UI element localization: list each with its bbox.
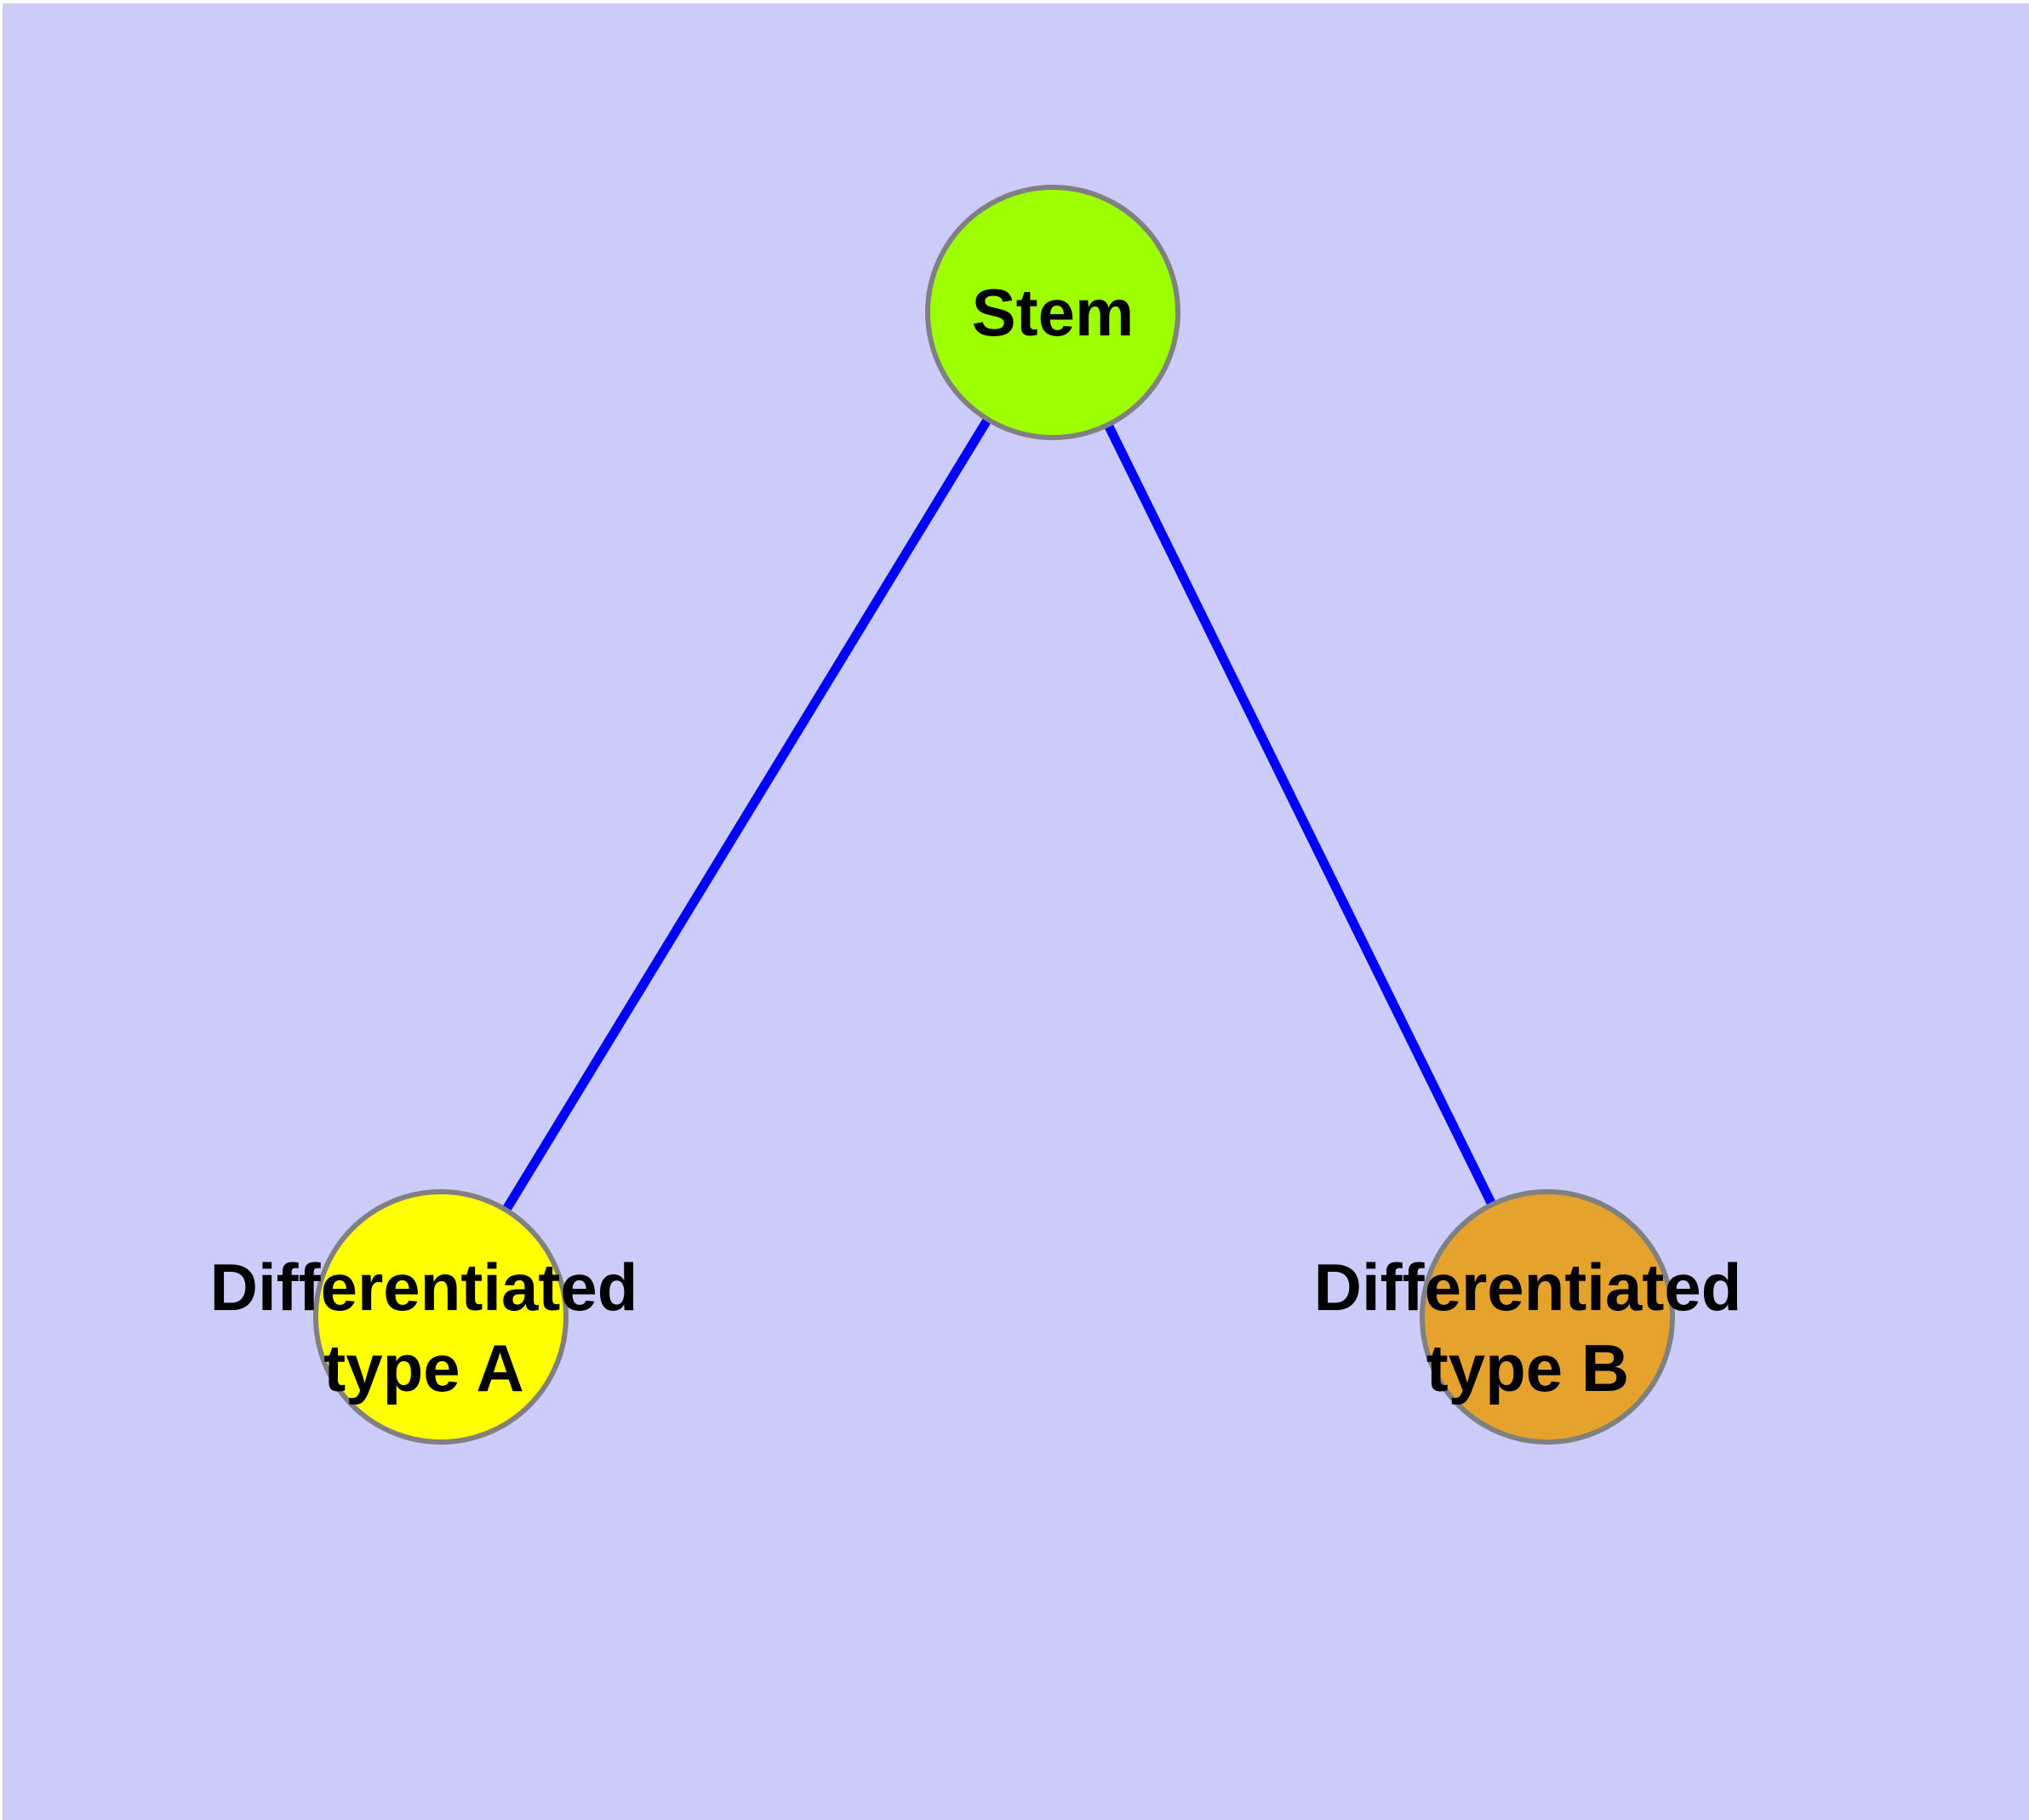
node-stem-circle[interactable] [925, 185, 1180, 440]
node-differentiated-type-b-label-line2: type B [1426, 1331, 1629, 1405]
node-differentiated-type-a-label-line2: type A [323, 1331, 524, 1405]
node-differentiated-type-b-label-line1: Differentiated [1314, 1250, 1742, 1325]
node-differentiated-type-a[interactable]: Differentiated type A [210, 1189, 638, 1445]
node-layer: Stem Differentiated type A Differentiate… [210, 185, 1742, 1445]
edge-stem-to-differentiated-type-b[interactable] [1049, 310, 1552, 1319]
node-differentiated-type-b[interactable]: Differentiated type B [1314, 1189, 1742, 1445]
node-differentiated-type-a-circle[interactable] [313, 1189, 569, 1445]
node-differentiated-type-b-circle[interactable] [1420, 1189, 1675, 1445]
edge-stem-to-differentiated-type-a[interactable] [437, 310, 1057, 1319]
node-stem[interactable]: Stem [925, 185, 1180, 440]
node-stem-label-line1: Stem [972, 275, 1135, 350]
node-differentiated-type-a-label-line1: Differentiated [210, 1250, 638, 1325]
edge-layer [437, 310, 1552, 1319]
